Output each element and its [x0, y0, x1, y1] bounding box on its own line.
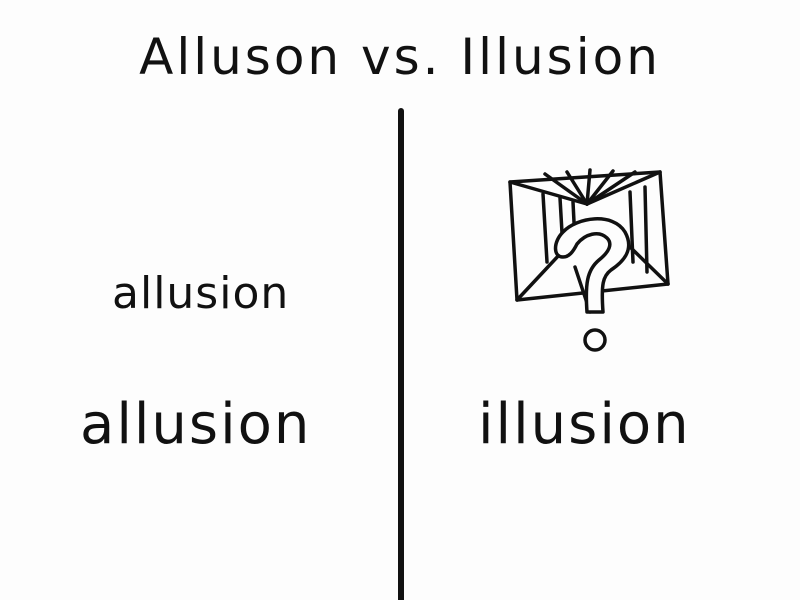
question-box-icon — [508, 168, 670, 352]
allusion-large-label: allusion — [80, 392, 312, 457]
vertical-divider — [398, 108, 404, 600]
page-title: Alluson vs. Illusion — [139, 28, 661, 86]
allusion-small-label: allusion — [112, 268, 290, 319]
illusion-large-label: illusion — [478, 392, 691, 457]
